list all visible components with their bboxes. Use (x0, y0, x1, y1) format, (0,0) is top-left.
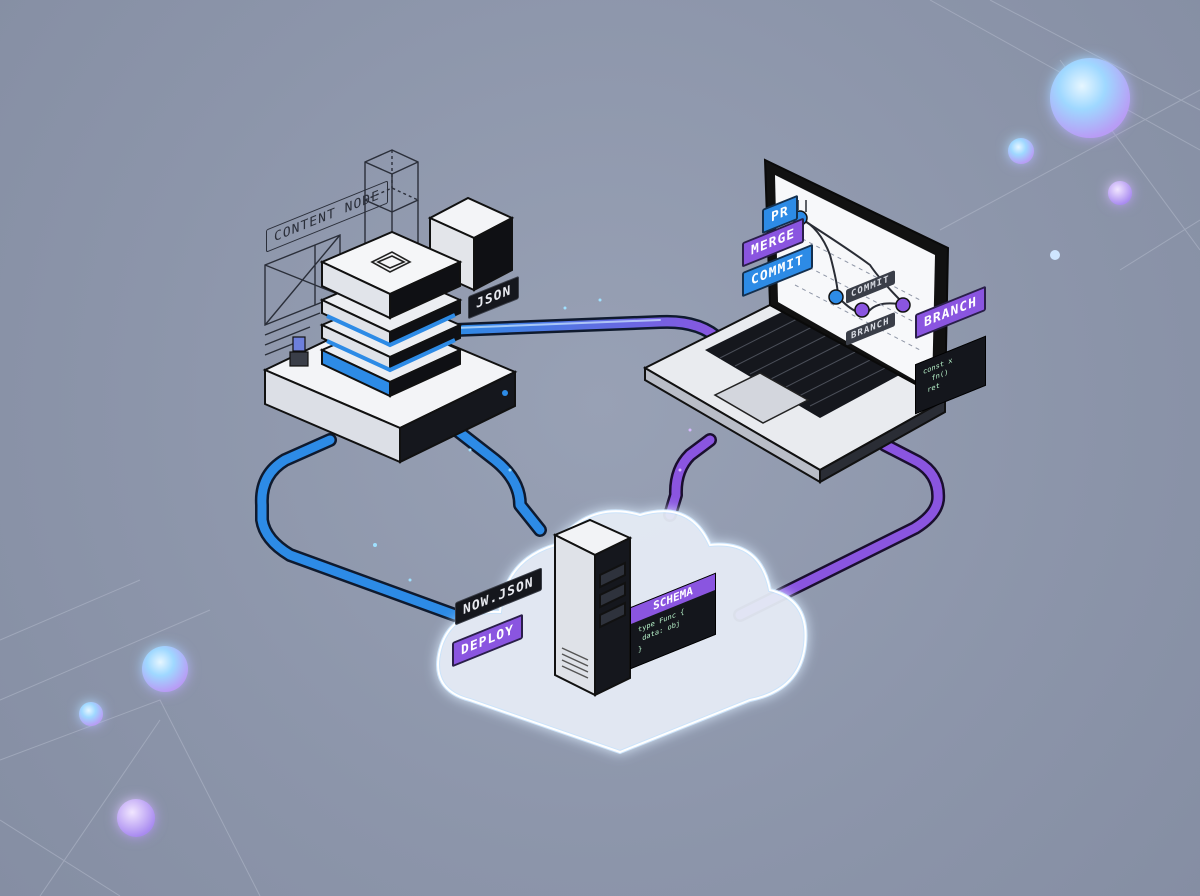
logo-icon (370, 251, 412, 273)
sparkles (373, 298, 692, 582)
orbs (79, 58, 1132, 837)
content-server (262, 149, 518, 464)
laptop (642, 158, 950, 484)
